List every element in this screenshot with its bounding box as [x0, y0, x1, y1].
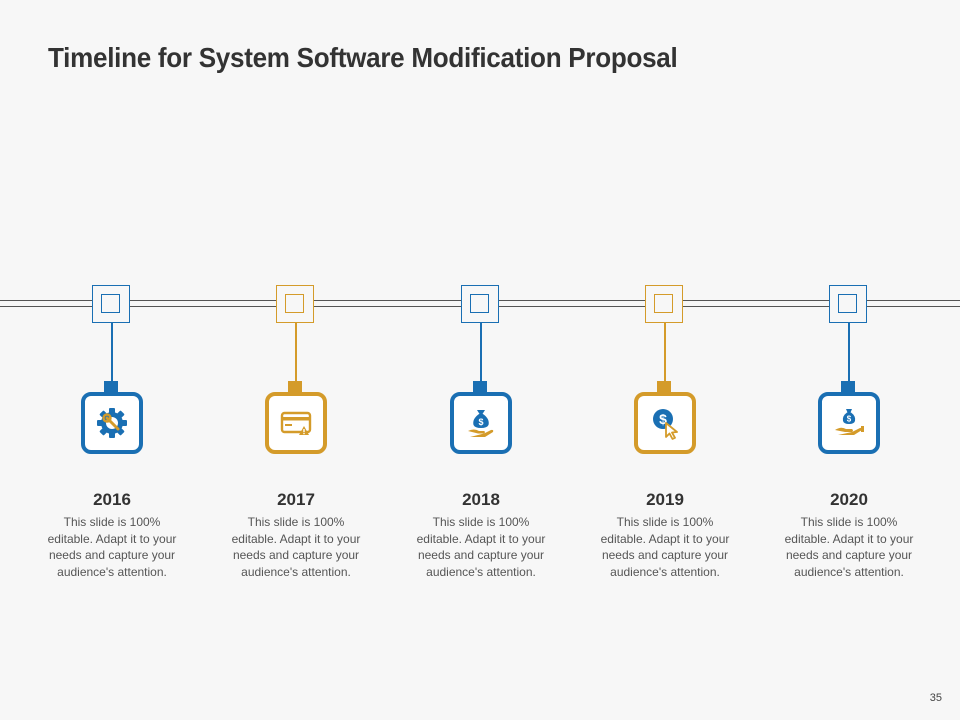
hand-money-bag-icon: $ [835, 409, 864, 435]
milestone-year: 2020 [830, 490, 868, 509]
icon-box [265, 392, 327, 454]
connector-tab [841, 381, 855, 393]
icon-box: $ [450, 392, 512, 454]
milestone-description: This slide is 100% editable. Adapt it to… [47, 515, 177, 579]
milestone-description: This slide is 100% editable. Adapt it to… [231, 515, 361, 579]
timeline-marker [829, 285, 867, 323]
connector-line [664, 323, 666, 382]
milestone-description: This slide is 100% editable. Adapt it to… [416, 515, 546, 579]
money-bag-hand-icon: $ [468, 410, 494, 437]
connector-tab [657, 381, 671, 393]
connector-line [111, 323, 113, 382]
dollar-coin-cursor-icon: $ [653, 409, 678, 440]
icon-box: $ [818, 392, 880, 454]
milestone-year: 2018 [462, 490, 500, 509]
timeline-marker [92, 285, 130, 323]
timeline-marker [461, 285, 499, 323]
timeline-marker [645, 285, 683, 323]
milestone-2019: $ 2019 This slide is 100% editable. Adap… [575, 285, 755, 585]
milestone-2016: 2016 This slide is 100% editable. Adapt … [22, 285, 202, 585]
credit-card-warning-icon [280, 411, 312, 435]
page-number: 35 [929, 692, 942, 704]
milestone-year: 2019 [646, 490, 684, 509]
icon-box: $ [634, 392, 696, 454]
svg-text:$: $ [478, 417, 483, 427]
milestone-description: This slide is 100% editable. Adapt it to… [784, 515, 914, 579]
milestone-2017: 2017 This slide is 100% editable. Adapt … [206, 285, 386, 585]
svg-text:$: $ [659, 411, 667, 427]
connector-tab [104, 381, 118, 393]
gear-wrench-icon [97, 408, 127, 438]
timeline-marker [276, 285, 314, 323]
connector-tab [288, 381, 302, 393]
milestone-2020: $ 2020 This slide is 100% editable. Adap… [759, 285, 939, 585]
milestone-description: This slide is 100% editable. Adapt it to… [600, 515, 730, 579]
connector-line [480, 323, 482, 382]
connector-line [295, 323, 297, 382]
icon-box [81, 392, 143, 454]
milestone-year: 2017 [277, 490, 315, 509]
connector-tab [473, 381, 487, 393]
milestone-year: 2016 [93, 490, 131, 509]
milestone-2018: $ 2018 This slide is 100% editable. Adap… [391, 285, 571, 585]
slide-title: Timeline for System Software Modificatio… [48, 42, 678, 73]
svg-text:$: $ [847, 415, 852, 424]
connector-line [848, 323, 850, 382]
